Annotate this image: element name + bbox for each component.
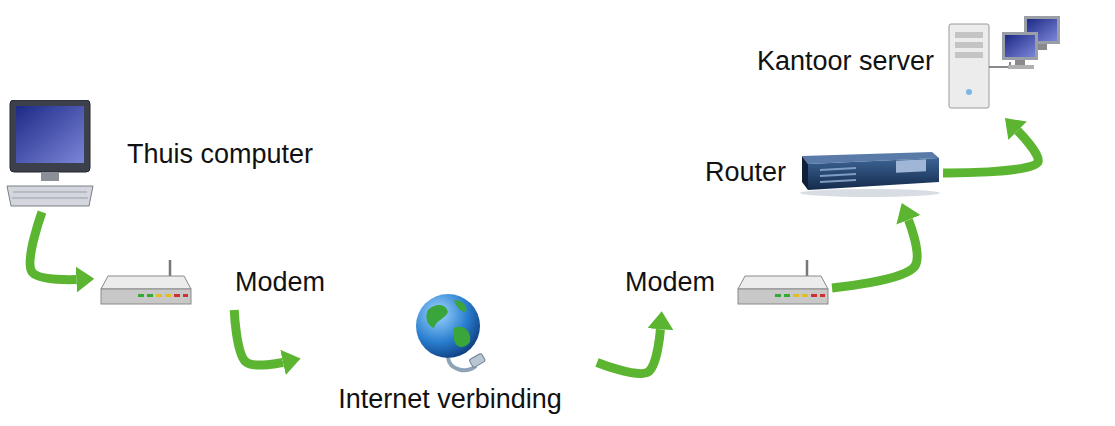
device-icon xyxy=(410,290,490,380)
flow-arrow xyxy=(832,220,917,288)
device-icon xyxy=(98,258,193,308)
device-label: Thuis computer xyxy=(127,139,313,170)
device-label: Internet verbinding xyxy=(338,384,562,415)
device-node: Modem xyxy=(625,258,830,308)
device-label: Router xyxy=(705,157,786,188)
device-node: Internet verbinding xyxy=(305,290,595,415)
device-node: Modem xyxy=(98,258,325,308)
device-picture xyxy=(800,152,940,197)
device-icon xyxy=(735,258,830,308)
device-picture xyxy=(949,16,1060,108)
device-icon xyxy=(944,12,1069,112)
device-label: Modem xyxy=(235,267,325,298)
flow-arrow xyxy=(597,329,660,373)
device-picture xyxy=(416,294,486,370)
device-node: Thuis computer xyxy=(5,100,313,210)
device-picture xyxy=(7,100,93,206)
flow-arrow xyxy=(943,131,1038,173)
device-picture xyxy=(738,260,828,304)
device-label: Kantoor server xyxy=(757,46,934,77)
flow-arrow xyxy=(234,310,283,365)
device-node: Kantoor server xyxy=(757,12,1069,112)
device-node: Router xyxy=(705,148,941,198)
device-picture xyxy=(101,260,191,304)
device-icon xyxy=(5,100,95,210)
flow-arrow xyxy=(30,212,76,280)
device-icon xyxy=(796,148,941,198)
device-label: Modem xyxy=(625,267,715,298)
